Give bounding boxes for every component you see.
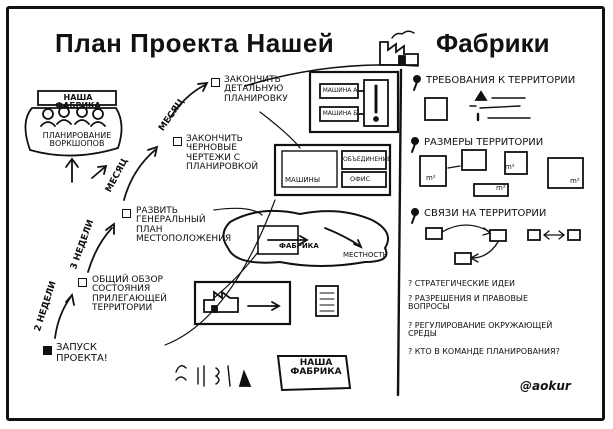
page-title: План Проекта Нашей xyxy=(55,28,335,58)
goal-top-label: Наша фабрика xyxy=(55,93,101,111)
step-label-1: Запуск проекта! xyxy=(56,342,108,364)
question-4: ? Кто в команде планирования? xyxy=(408,347,560,356)
machines-label: Машины xyxy=(285,176,320,184)
links-sketch xyxy=(425,224,581,265)
factory-title-icon xyxy=(379,30,419,66)
factory-label: Фабрика xyxy=(279,242,319,250)
step-checkbox-5[interactable] xyxy=(211,78,220,87)
divider-line xyxy=(396,68,403,397)
step-label-3: Развить генеральный план местоположения xyxy=(136,206,232,245)
draft-layout-sketch xyxy=(273,143,392,197)
notepad-icon xyxy=(315,285,339,317)
pin-icons xyxy=(411,75,421,224)
office-label: Офис xyxy=(350,175,371,183)
master-plan-cloud xyxy=(222,209,389,267)
machine-b-label: Машина Б xyxy=(322,110,358,117)
m2-label-1: m² xyxy=(426,174,436,182)
terrain-label: Местность xyxy=(343,251,388,259)
step-checkbox-3[interactable] xyxy=(122,209,131,218)
step-label-4: Закончить черновые чертежи с планировкой xyxy=(186,134,259,173)
goal-bottom-label: Планирование воркшопов xyxy=(42,131,112,149)
m2-label-4: m² xyxy=(570,177,580,185)
step-label-5: Закончить детальную планировку xyxy=(224,75,288,104)
detailed-layout-sketch xyxy=(308,70,400,134)
step-checkbox-2[interactable] xyxy=(78,278,87,287)
question-3: ? Регулирование окружающей среды xyxy=(408,321,553,339)
machine-a-label: Машина А xyxy=(322,87,358,94)
question-2: ? Разрешения и правовые вопросы xyxy=(408,294,529,312)
sizes-heading: Размеры территории xyxy=(424,137,544,148)
links-heading: Связи на территории xyxy=(424,208,547,219)
site-overview-sketch xyxy=(193,280,292,326)
m2-label-2: m² xyxy=(496,184,506,192)
signature: @aokur xyxy=(520,379,571,393)
team-group-icon xyxy=(24,90,123,157)
badge-label: Наша фабрика xyxy=(290,358,342,378)
sizes-sketch xyxy=(419,149,584,197)
requirements-sketch xyxy=(424,90,531,122)
page-title-end: Фабрики xyxy=(436,28,550,58)
requirements-heading: Требования к территории xyxy=(426,75,576,86)
union-label: Объединение xyxy=(343,156,391,163)
step-label-2: Общий обзор состояния прилегающей террит… xyxy=(92,275,168,314)
question-1: ? Стратегические идеи xyxy=(408,279,516,288)
step-checkbox-4[interactable] xyxy=(173,137,182,146)
badge-outline xyxy=(276,355,352,392)
step-checkbox-1[interactable] xyxy=(43,346,52,355)
m2-label-3: m² xyxy=(505,163,515,171)
doodle-icons xyxy=(175,365,252,387)
